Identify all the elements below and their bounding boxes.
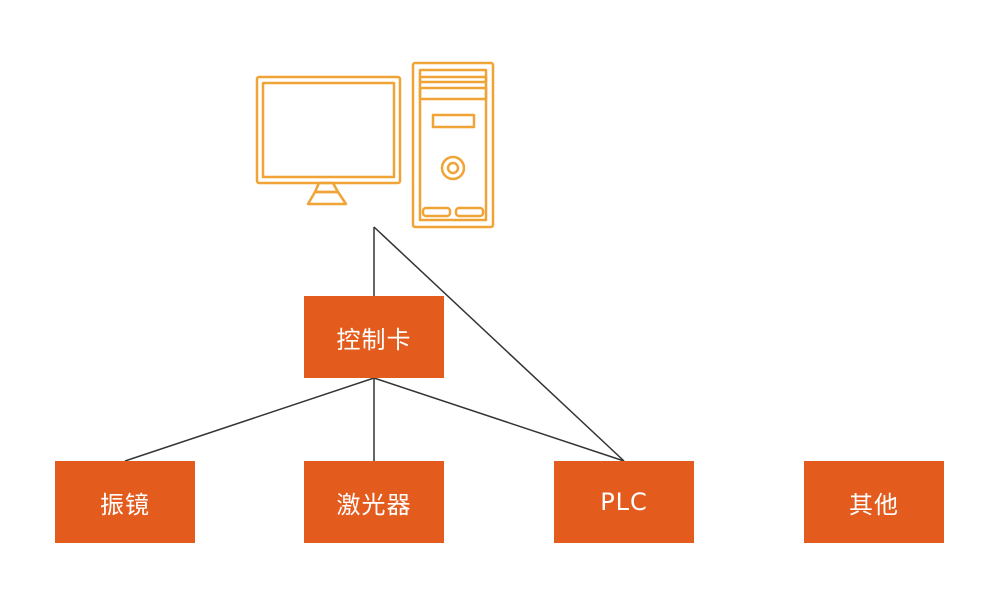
galvo-label: 振镜 bbox=[100, 490, 150, 519]
pc-tower-icon bbox=[411, 61, 495, 229]
desktop-monitor-icon bbox=[255, 75, 402, 206]
galvo-node: 振镜 bbox=[55, 461, 195, 543]
control-card-label: 控制卡 bbox=[336, 325, 412, 354]
connector-card-plc bbox=[373, 377, 625, 462]
plc-node: PLC bbox=[554, 461, 694, 543]
laser-label: 激光器 bbox=[336, 490, 412, 519]
plc-label: PLC bbox=[600, 488, 648, 516]
laser-node: 激光器 bbox=[304, 461, 444, 543]
connectors bbox=[124, 226, 625, 462]
other-label: 其他 bbox=[849, 490, 899, 519]
control-card-node: 控制卡 bbox=[304, 296, 444, 378]
other-node: 其他 bbox=[804, 461, 944, 543]
connector-pc-plc bbox=[373, 226, 625, 462]
connector-card-galvo bbox=[124, 377, 375, 462]
